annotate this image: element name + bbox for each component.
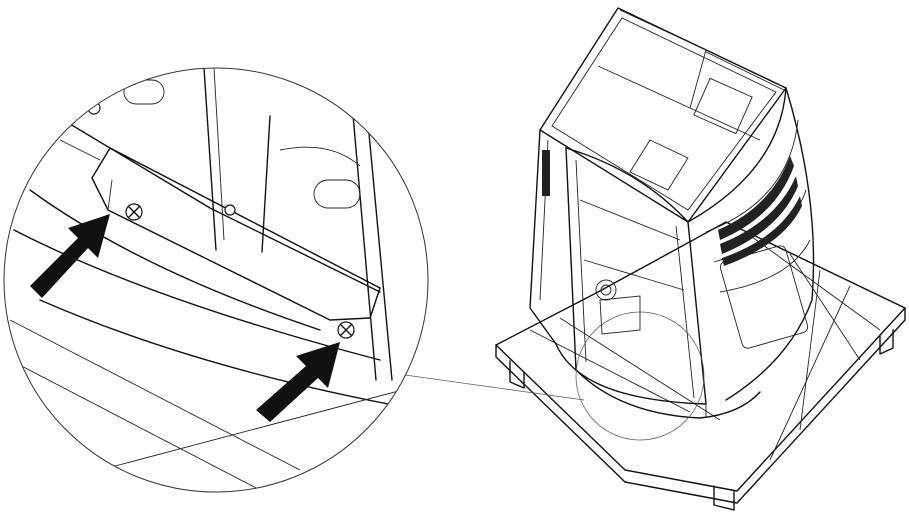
magnifier-circle <box>3 67 429 493</box>
side-grille-icon <box>718 156 802 266</box>
arrow-icon <box>256 342 340 422</box>
detail-focus-circle <box>575 311 705 441</box>
magnified-detail <box>4 68 428 492</box>
stove-body <box>529 7 815 419</box>
pallet <box>495 221 906 511</box>
side-vent-icon <box>542 150 550 196</box>
arrow-icon <box>30 214 110 298</box>
